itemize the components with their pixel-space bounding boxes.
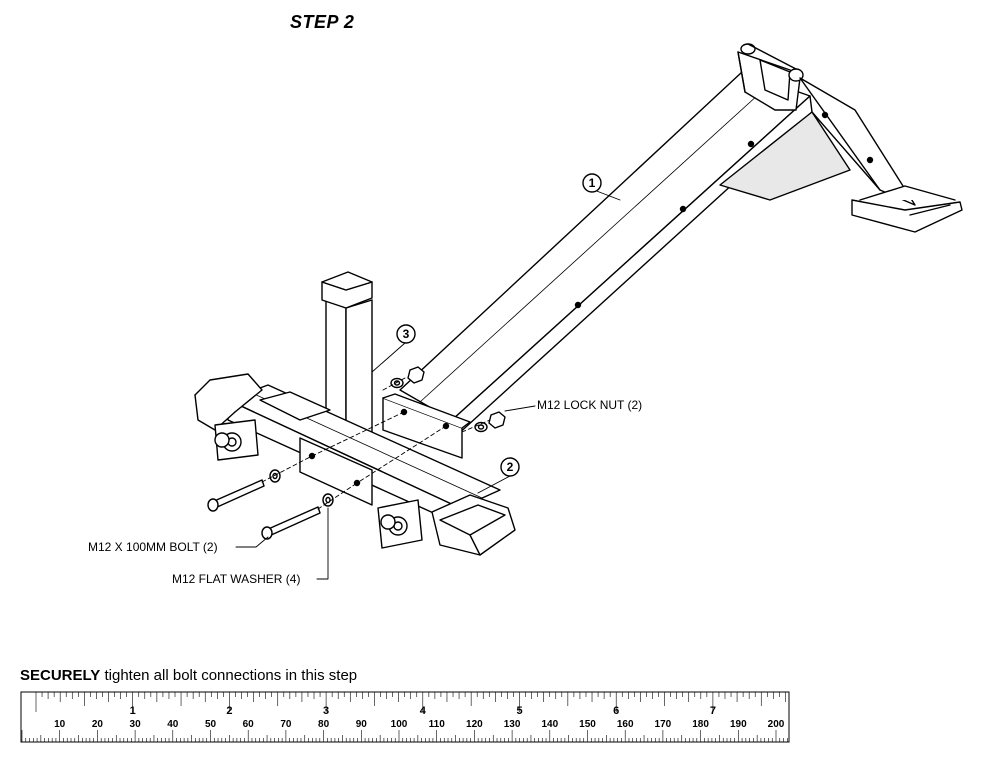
ruler-inch-label: 7 (710, 705, 716, 717)
callout-circle (582, 173, 602, 193)
ruler-mm-label: 60 (243, 719, 255, 730)
ruler-inch-label: 1 (130, 705, 136, 717)
instruction-rest: tighten all bolt connections in this ste… (100, 667, 358, 684)
ruler-inch-label: 3 (323, 705, 329, 717)
callout-number-1: 1 (589, 176, 596, 190)
lock-nut-label: M12 LOCK NUT (2) (537, 398, 643, 412)
ruler-mm-label: 150 (579, 719, 596, 730)
bolt-icon (261, 506, 321, 540)
leader-lines (235, 189, 621, 580)
frame-tube-part1 (399, 43, 963, 437)
hardware (207, 366, 506, 540)
step-title: STEP 2 (290, 12, 355, 32)
ruler-mm-label: 10 (54, 719, 66, 730)
ruler-mm-label: 120 (466, 719, 483, 730)
ruler-mm-label: 80 (318, 719, 330, 730)
bolt-icon (207, 479, 265, 512)
ruler-mm-label: 100 (391, 719, 408, 730)
ruler-mm-label: 40 (167, 719, 179, 730)
callout-circle (396, 324, 416, 344)
ruler-mm-label: 200 (768, 719, 785, 730)
instruction-text: SECURELY tighten all bolt connections in… (20, 667, 357, 684)
ruler-inch-label: 6 (613, 705, 619, 717)
assembly-guide-lines (261, 377, 491, 510)
ruler-inch-label: 4 (420, 705, 427, 717)
washer-label: M12 FLAT WASHER (4) (172, 572, 301, 586)
ruler-mm-label: 90 (356, 719, 368, 730)
ruler-mm-label: 110 (429, 719, 446, 730)
callout-circle (500, 457, 520, 477)
ruler-mm-label: 160 (617, 719, 634, 730)
ruler-inch-label: 2 (226, 705, 232, 717)
bolt-label: M12 X 100MM BOLT (2) (88, 540, 218, 554)
ruler-mm-label: 30 (130, 719, 142, 730)
ruler-mm-label: 140 (541, 719, 558, 730)
lock-nut-icon (488, 411, 506, 429)
ruler-mm-label: 180 (692, 719, 709, 730)
instruction-emphasis: SECURELY (20, 667, 101, 684)
ruler-mm-label: 70 (280, 719, 292, 730)
ruler-inch-label: 5 (516, 705, 522, 717)
lock-nut-icon (407, 366, 425, 384)
assembly-diagram: 1 3 2 (194, 43, 963, 580)
ruler-mm-label: 130 (504, 719, 521, 730)
ruler-mm-label: 20 (92, 719, 104, 730)
callout-number-3: 3 (403, 327, 410, 341)
ruler-mm-label: 190 (730, 719, 747, 730)
ruler-mm-label: 50 (205, 719, 217, 730)
callout-number-2: 2 (507, 460, 514, 474)
ruler-mm-label: 170 (655, 719, 672, 730)
base-crossbar-part2 (194, 373, 516, 556)
